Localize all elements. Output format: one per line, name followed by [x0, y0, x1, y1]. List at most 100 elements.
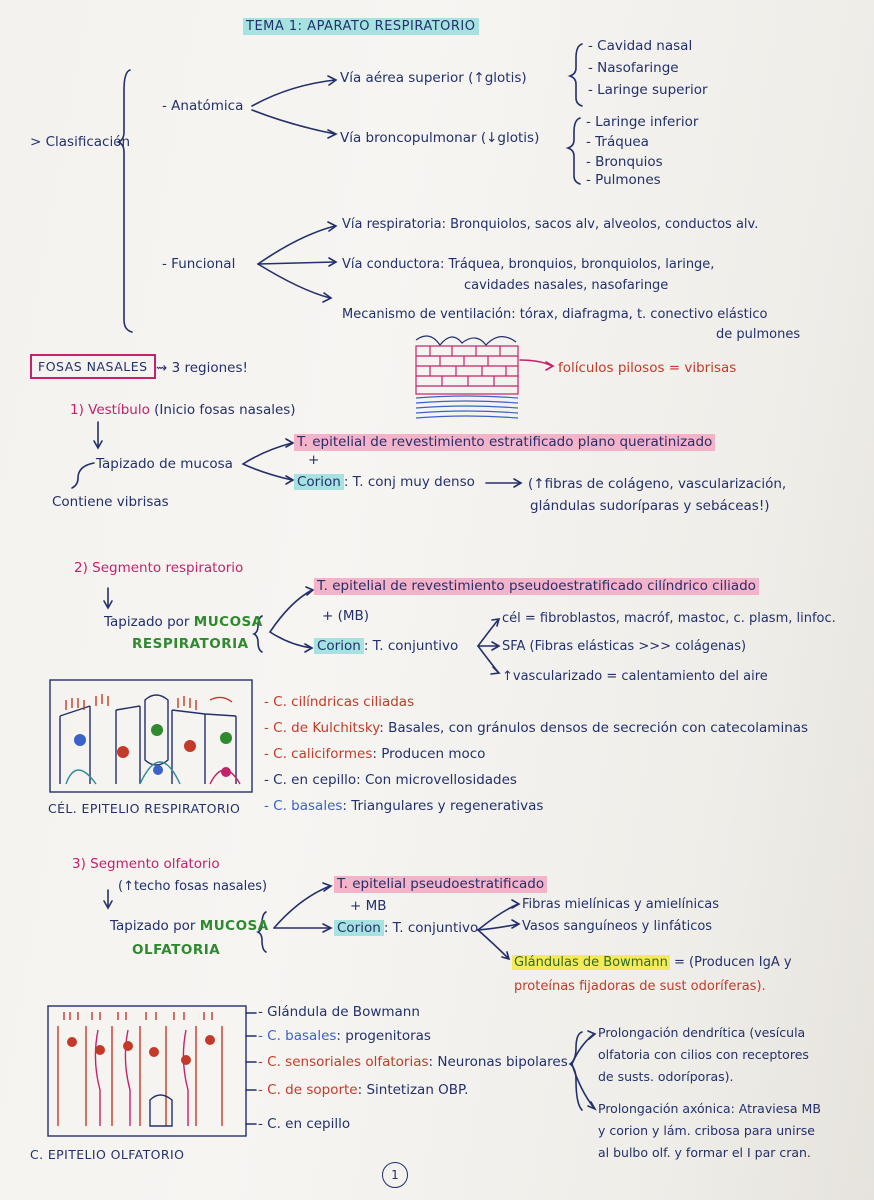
via-superior-item: - Nasofaringe: [588, 60, 679, 76]
respiratorio-cell: - C. en cepillo: Con microvellosidades: [264, 772, 517, 789]
cell-name: - C. basales: [258, 1028, 337, 1044]
respiratorio-mucosa-type: RESPIRATORIA: [132, 636, 249, 652]
vestibulo-heading: 1) Vestíbulo: [70, 402, 150, 418]
vestibulo-heading-row: 1) Vestíbulo (Inicio fosas nasales): [70, 402, 296, 419]
glandulas-bowmann: Glándulas de Bowmann: [512, 955, 670, 970]
via-conductora: Vía conductora: Tráquea, bronquios, bron…: [342, 257, 715, 272]
via-broncopulmonar-label: Vía broncopulmonar (↓glotis): [340, 130, 540, 146]
vestibulo-detalle-cont: glándulas sudoríparas y sebáceas!): [530, 498, 770, 514]
olfatorio-mb: + MB: [350, 898, 387, 914]
vestibulo-plus: +: [308, 452, 320, 468]
olfatorio-epitelio: T. epitelial pseudoestratificado: [334, 876, 548, 893]
olfatorio-note: (↑techo fosas nasales): [118, 879, 268, 894]
prolongacion-dendritica-cont: de susts. odoríporas).: [598, 1069, 734, 1084]
prolongacion-axonica: Prolongación axónica: Atraviesa MB: [598, 1101, 821, 1116]
via-superior-label: Vía aérea superior (↑glotis): [340, 70, 527, 86]
respiratorio-tapizado-row: Tapizado por MUCOSA: [104, 614, 263, 631]
cell-desc: : Sintetizan OBP.: [357, 1082, 469, 1098]
respiratorio-vasc: ↑vascularizado = calentamiento del aire: [502, 669, 768, 684]
cell-name: - Glándula de Bowmann: [258, 1004, 420, 1020]
foliculos-note: folículos pilosos = vibrisas: [558, 360, 737, 376]
vestibulo-tapizado: Tapizado de mucosa: [96, 456, 233, 472]
olfatorio-cell: - C. en cepillo: [258, 1116, 350, 1133]
cell-desc: : progenitoras: [336, 1028, 431, 1044]
respiratorio-sfa: SFA (Fibras elásticas >>> colágenas): [502, 639, 747, 654]
prolongacion-axonica-cont: al bulbo olf. y formar el I par cran.: [598, 1145, 811, 1160]
olfatorio-mucosa: MUCOSA: [199, 918, 269, 934]
anatomica-label: - Anatómica: [162, 98, 244, 114]
cell-desc: : Producen moco: [372, 746, 486, 762]
funcional-label: - Funcional: [162, 256, 236, 272]
cell-desc: : Triangulares y regenerativas: [342, 798, 544, 814]
respiratorio-heading: 2) Segmento respiratorio: [74, 560, 244, 576]
respiratorio-celulas: cél = fibroblastos, macróf, mastoc, c. p…: [502, 611, 836, 626]
clasificacion-label: > Clasificación: [30, 134, 131, 150]
cell-name: - C. en cepillo: [258, 1116, 351, 1132]
olfatorio-cell: - C. sensoriales olfatorias: Neuronas bi…: [258, 1054, 568, 1071]
olfatorio-glandulas-row: Glándulas de Bowmann = (Producen IgA y: [512, 954, 792, 971]
respiratorio-cell: - C. cilíndricas ciliadas: [264, 694, 414, 711]
cell-name: - C. sensoriales olfatorias: [258, 1054, 429, 1070]
cell-name: - C. caliciformes: [264, 746, 373, 762]
prolongacion-dendritica-cont: olfatoria con cilios con receptores: [598, 1047, 809, 1062]
glandulas-desc: = (Producen IgA y: [674, 955, 792, 970]
respiratorio-tapizado: Tapizado por: [104, 614, 190, 630]
via-broncopulmonar-item: - Bronquios: [586, 154, 663, 170]
cell-desc: : Con microvellosidades: [356, 772, 517, 788]
respiratorio-epitelio: T. epitelial de revestimiento pseudoestr…: [314, 578, 759, 595]
respiratorio-cell: - C. de Kulchitsky: Basales, con gránulo…: [264, 720, 808, 737]
olfatorio-cell: - Glándula de Bowmann: [258, 1004, 420, 1021]
cell-name: - C. en cepillo: [264, 772, 357, 788]
cell-name: - C. basales: [264, 798, 343, 814]
prolongacion-dendritica: Prolongación dendrítica (vesícula: [598, 1025, 806, 1040]
respiratorio-corion: Corion: [314, 638, 364, 654]
via-superior-item: - Cavidad nasal: [588, 38, 693, 54]
mecanismo-ventilacion-cont: de pulmones: [716, 327, 801, 342]
cell-desc: : Neuronas bipolares: [428, 1054, 568, 1070]
olfatorio-vasos: Vasos sanguíneos y linfáticos: [522, 919, 713, 934]
vestibulo-corion-row: Corion: T. conj muy denso: [294, 474, 475, 491]
olfatorio-mucosa-type: OLFATORIA: [132, 942, 221, 958]
olfatorio-corion-row: Corion: T. conjuntivo: [334, 920, 478, 937]
mecanismo-ventilacion: Mecanismo de ventilación: tórax, diafrag…: [342, 307, 768, 322]
respiratorio-mucosa: MUCOSA: [193, 614, 263, 630]
olfatorio-fibras: Fibras mielínicas y amielínicas: [522, 897, 720, 912]
page-number: 1: [382, 1162, 408, 1188]
via-respiratoria: Vía respiratoria: Bronquiolos, sacos alv…: [342, 217, 759, 232]
cell-name: - C. de Kulchitsky: [264, 720, 380, 736]
page-title: TEMA 1: APARATO RESPIRATORIO: [243, 18, 479, 35]
olfatorio-corion-desc: : T. conjuntivo: [383, 920, 479, 936]
olfatorio-corion: Corion: [334, 920, 384, 936]
respiratorio-mb: + (MB): [322, 608, 370, 624]
cell-desc: : Basales, con gránulos densos de secrec…: [379, 720, 809, 736]
vestibulo-detalle: (↑fibras de colágeno, vascularización,: [528, 476, 787, 492]
respiratorio-corion-row: Corion: T. conjuntivo: [314, 638, 458, 655]
respiratorio-corion-desc: : T. conjuntivo: [363, 638, 459, 654]
vestibulo-corion: Corion: [294, 474, 344, 490]
cell-name: - C. cilíndricas ciliadas: [264, 694, 415, 710]
olfatorio-tapizado: Tapizado por: [110, 918, 196, 934]
vestibulo-contiene: Contiene vibrisas: [52, 494, 169, 510]
fosas-nasales-label: FOSAS NASALES: [30, 354, 156, 379]
olfatorio-cell: - C. basales: progenitoras: [258, 1028, 431, 1045]
olfatorio-tapizado-row: Tapizado por MUCOSA: [110, 918, 269, 935]
vestibulo-corion-desc: : T. conj muy denso: [343, 474, 475, 490]
prolongacion-axonica-cont: y corion y lám. cribosa para unirse: [598, 1123, 815, 1138]
olfatorio-caption: C. EPITELIO OLFATORIO: [30, 1147, 185, 1162]
via-superior-item: - Laringe superior: [588, 82, 708, 98]
glandulas-desc-cont: proteínas fijadoras de sust odoríferas).: [514, 979, 766, 994]
via-broncopulmonar-item: - Tráquea: [586, 134, 649, 150]
olfatorio-heading: 3) Segmento olfatorio: [72, 856, 220, 872]
cell-name: - C. de soporte: [258, 1082, 358, 1098]
respiratorio-caption: CÉL. EPITELIO RESPIRATORIO: [48, 801, 241, 816]
vestibulo-epitelio: T. epitelial de revestimiento estratific…: [294, 434, 716, 451]
regiones-note: ⇝ 3 regiones!: [156, 360, 248, 376]
vestibulo-note: (Inicio fosas nasales): [154, 402, 296, 418]
respiratorio-cell: - C. caliciformes: Producen moco: [264, 746, 485, 763]
via-broncopulmonar-item: - Laringe inferior: [586, 114, 699, 130]
via-conductora-cont: cavidades nasales, nasofaringe: [464, 278, 669, 293]
olfatorio-cell: - C. de soporte: Sintetizan OBP.: [258, 1082, 468, 1099]
via-broncopulmonar-item: - Pulmones: [586, 172, 661, 188]
